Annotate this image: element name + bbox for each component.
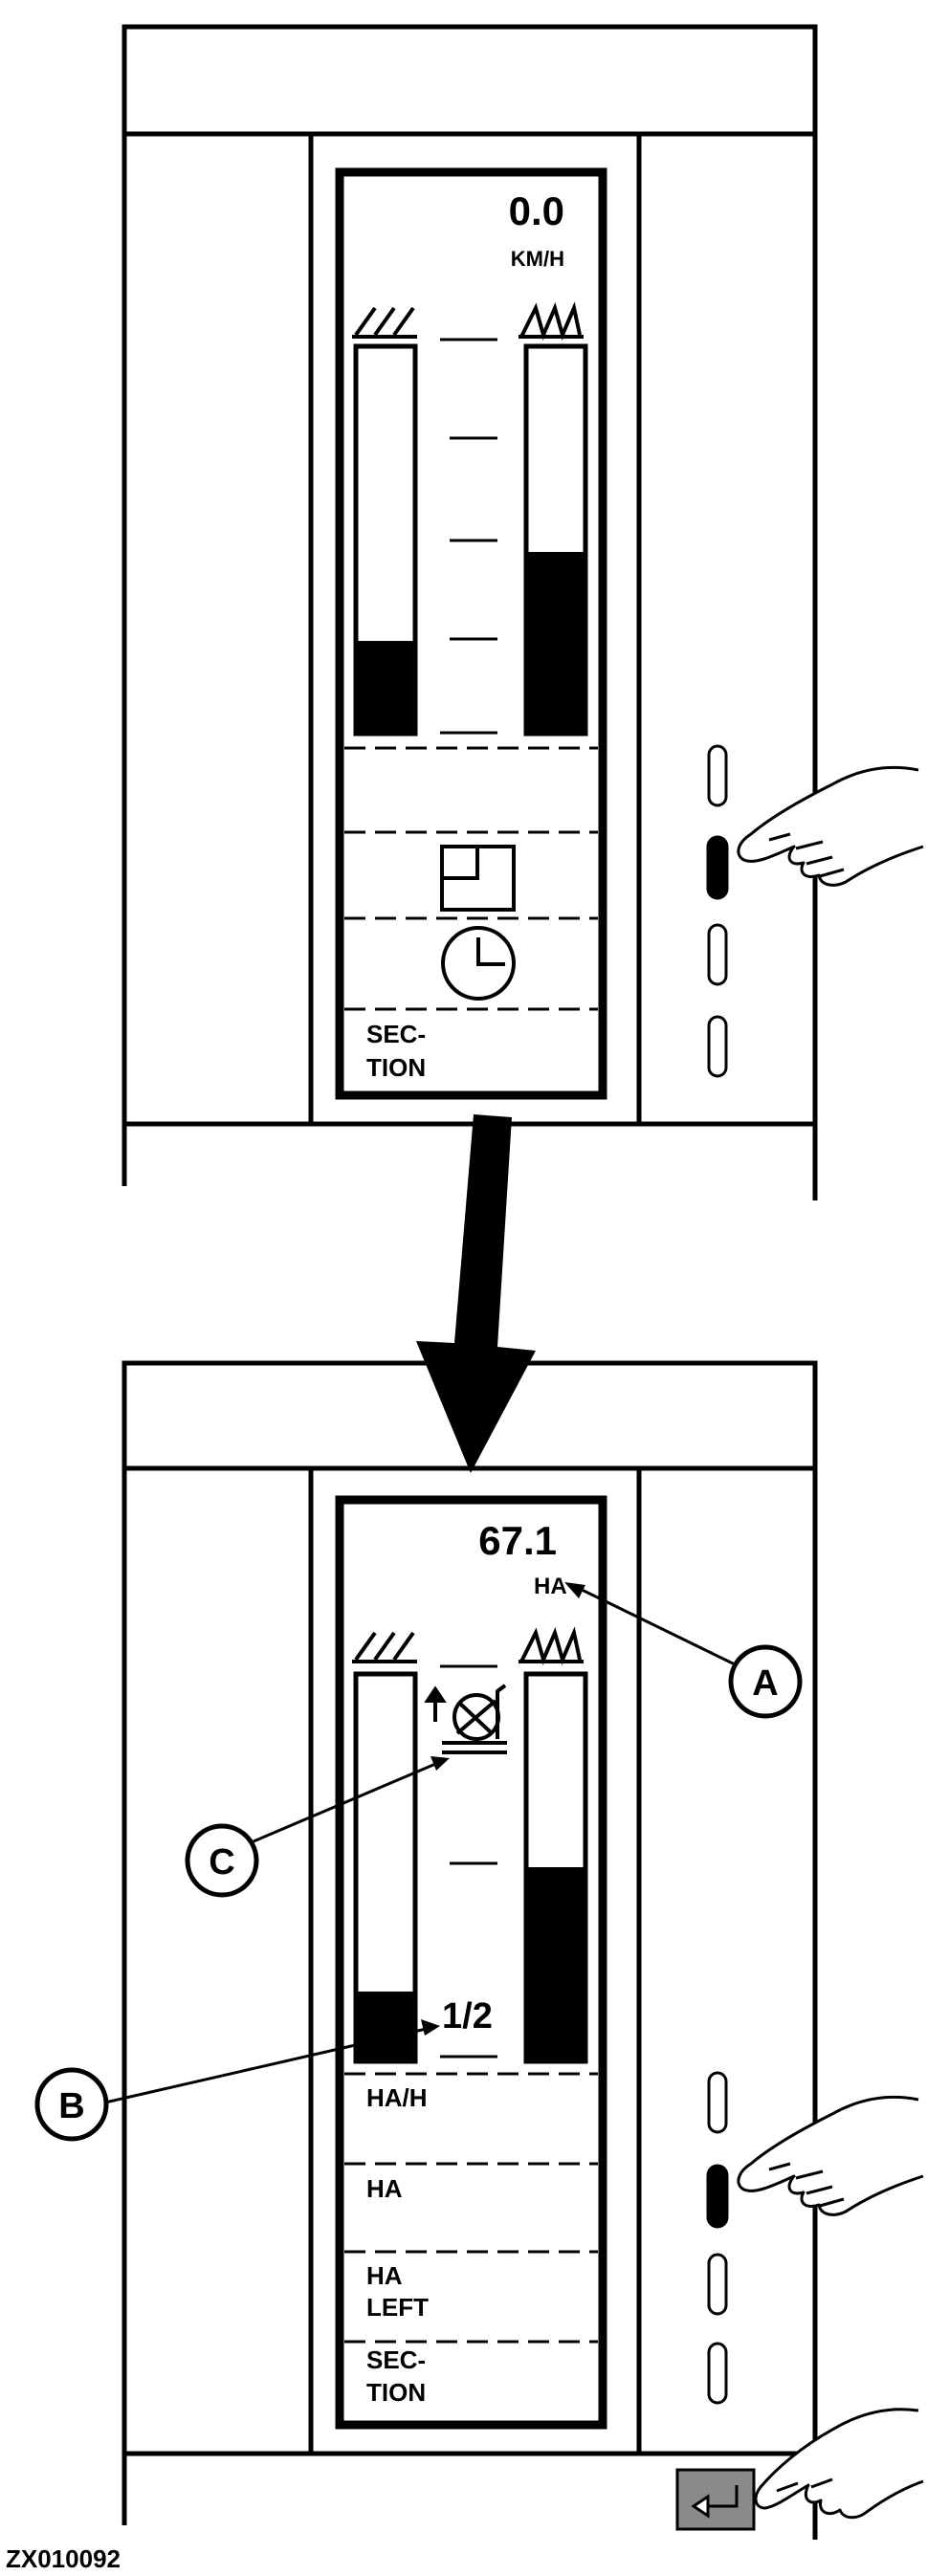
bottom-side-buttons [706,2071,729,2405]
bottom-side-button-2[interactable] [706,2164,729,2229]
hand-pointer-icon [737,766,924,887]
top-row-dividers [344,746,598,1011]
bottom-display-unit: HA [534,1574,567,1599]
top-left-gauge-fill [356,641,415,734]
crop-hatch-icon [352,1631,417,1663]
top-side-button-2[interactable] [706,835,729,900]
row-label-section-1: SEC- [366,2345,426,2374]
callout-b: B [34,2019,440,2142]
row-label-ha-per-hour: HA/H [366,2083,428,2112]
callout-c: C [185,1756,450,1898]
top-display: 0.0 KM/H [335,167,607,1100]
top-scale-ticks [440,338,497,735]
row-label-ha-left-2: LEFT [366,2293,429,2322]
bottom-side-button-3[interactable] [707,2253,728,2316]
field-area-icon [440,845,516,912]
row-label-ha-left-1: HA [366,2261,403,2290]
bottom-display-value: 67.1 [478,1518,557,1563]
crop-wave-icon [519,1626,584,1665]
top-unit [121,24,818,1200]
top-side-buttons [706,744,729,1078]
hand-pointer-icon [737,2096,924,2216]
return-key[interactable] [675,2468,756,2531]
down-arrow-icon [416,1114,536,1473]
bottom-scale-ticks [440,1664,497,2059]
bottom-fraction: 1/2 [442,1996,493,2037]
top-side-button-4[interactable] [707,1015,728,1078]
bottom-row-dividers [344,2072,598,2344]
callout-b-label: B [58,2086,84,2126]
clock-icon [441,926,516,1001]
row-label-section-2: TION [366,2378,426,2407]
callout-a: A [564,1582,803,1719]
cutting-width-icon [424,1684,507,1754]
row-label-ha: HA [366,2174,403,2203]
bottom-side-button-1[interactable] [707,2071,728,2134]
callout-a-label: A [752,1663,778,1704]
top-display-value: 0.0 [509,188,564,233]
top-side-button-3[interactable] [707,923,728,986]
bottom-left-gauge-fill [356,1992,415,2061]
bottom-display: 67.1 HA [335,1495,607,2430]
return-arrow-icon [691,2485,739,2519]
hand-pointer-icon [754,2408,924,2520]
bottom-unit [121,1360,818,2540]
crop-wave-icon [519,301,584,341]
figure-id: ZX010092 [6,2544,121,2573]
bottom-side-button-4[interactable] [707,2342,728,2405]
crop-hatch-icon [352,306,417,339]
callout-c-label: C [209,1842,234,1882]
top-side-button-1[interactable] [707,744,728,807]
top-section-label-1: SEC- [366,1020,426,1048]
top-right-gauge-fill [526,552,585,734]
bottom-right-gauge-fill [526,1867,585,2061]
top-display-unit: KM/H [511,247,564,271]
top-section-label-2: TION [366,1053,426,1082]
